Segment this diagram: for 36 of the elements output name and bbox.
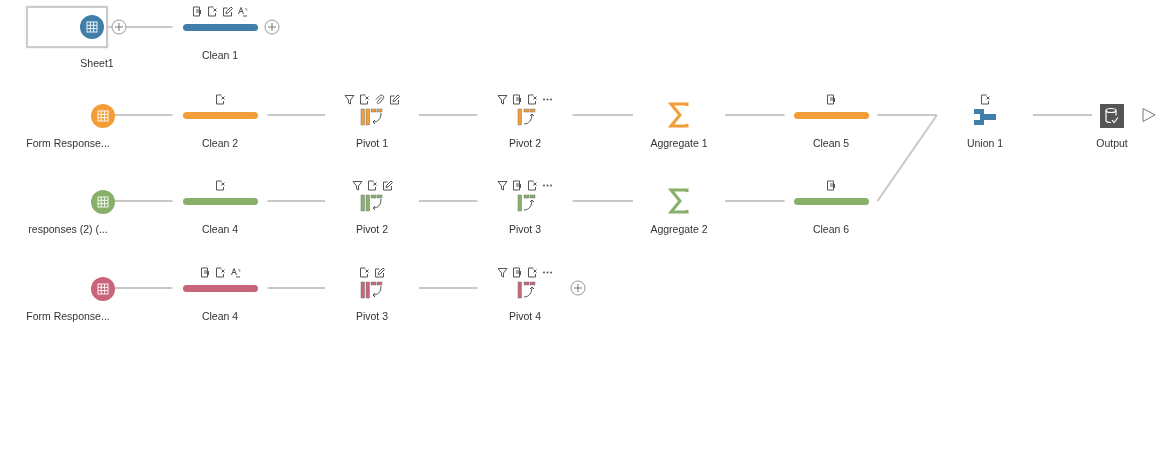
step-label: Clean 4: [200, 310, 240, 323]
connector-line: [114, 114, 174, 116]
step-label: Clean 6: [811, 223, 851, 236]
step-label: Aggregate 1: [649, 137, 709, 150]
connector-line: [571, 114, 634, 116]
connector-line: [876, 114, 938, 116]
connector-line: [418, 200, 479, 202]
step-label: Clean 4: [200, 223, 240, 236]
step-label: responses (2) (...: [27, 223, 109, 236]
connector-line: [418, 287, 479, 289]
step-label: Pivot 2: [354, 223, 390, 236]
connector-line: [266, 114, 326, 116]
connector-line: [571, 200, 634, 202]
connector-line: [114, 200, 174, 202]
step-label: Clean 1: [200, 49, 240, 62]
connector-line: [266, 287, 326, 289]
connector-line: [114, 287, 174, 289]
step-label: Pivot 4: [507, 310, 543, 323]
step-label: Union 1: [965, 137, 1005, 150]
step-label: Form Response...: [25, 137, 111, 150]
step-label: Clean 2: [200, 137, 240, 150]
connector-line: [724, 114, 786, 116]
step-label: Form Response...: [25, 310, 111, 323]
step-label: Pivot 2: [507, 137, 543, 150]
step-label: Clean 5: [811, 137, 851, 150]
step-label: Output: [1095, 137, 1129, 150]
step-label: Pivot 3: [354, 310, 390, 323]
connector-line: [266, 200, 326, 202]
connector-line: [876, 114, 938, 202]
step-label: Pivot 3: [507, 223, 543, 236]
step-label: Aggregate 2: [649, 223, 709, 236]
connector-line: [724, 200, 786, 202]
connector-line: [418, 114, 479, 116]
step-label: Sheet1: [79, 57, 115, 70]
connector-line: [1032, 114, 1093, 116]
step-label: Pivot 1: [354, 137, 390, 150]
